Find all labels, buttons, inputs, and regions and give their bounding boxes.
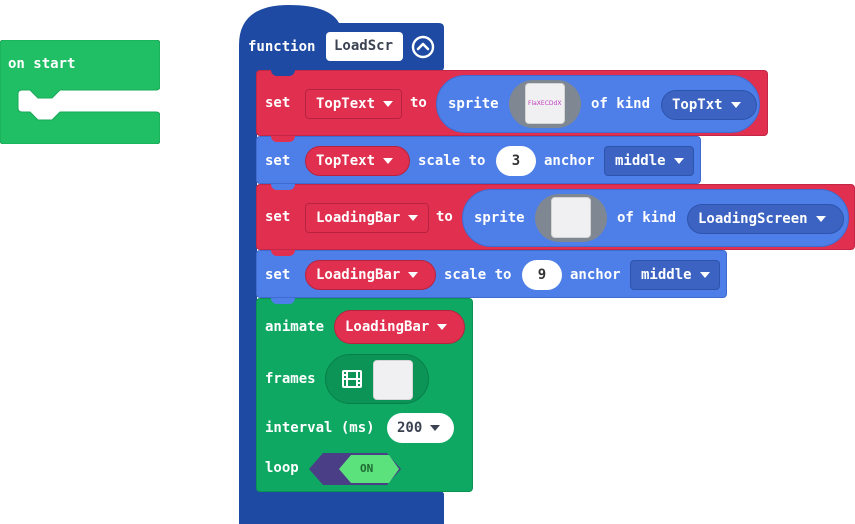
set-keyword: set <box>265 209 291 225</box>
set-keyword: set <box>265 267 291 283</box>
sprite-create-block[interactable]: sprite FlaXECDdX of kind TopTxt <box>436 75 760 133</box>
set-scale-block-1[interactable]: set TopText scale to 3 anchor middle <box>256 136 701 184</box>
scale-input[interactable]: 3 <box>496 146 536 176</box>
sprite-image-text: FlaXECDdX <box>528 100 562 107</box>
interval-keyword: interval (ms) <box>265 420 375 436</box>
loop-keyword: loop <box>265 460 299 476</box>
function-name-field[interactable]: LoadScr <box>326 32 403 61</box>
frames-picker[interactable] <box>325 354 429 404</box>
frames-keyword: frames <box>265 371 316 387</box>
animate-block[interactable]: animate LoadingBar frames interval (ms) … <box>256 298 473 492</box>
loop-toggle[interactable] <box>309 453 401 485</box>
anchor-name: middle <box>615 153 666 169</box>
set-keyword: set <box>265 95 291 111</box>
kind-name: LoadingScreen <box>698 211 808 227</box>
of-kind-keyword: of kind <box>591 96 651 112</box>
on-start-shape <box>0 40 160 144</box>
chevron-down-icon <box>730 102 741 108</box>
anchor-keyword: anchor <box>570 267 621 283</box>
of-kind-keyword: of kind <box>617 210 677 226</box>
chevron-down-icon <box>430 425 441 431</box>
kind-dropdown[interactable]: TopTxt <box>661 90 757 120</box>
chevron-down-icon <box>408 272 419 278</box>
scale-to-keyword: scale to <box>418 153 486 169</box>
animate-variable-dropdown[interactable]: LoadingBar <box>334 310 465 344</box>
set-sprite-block-2[interactable]: set LoadingBar to sprite of kind Loading… <box>256 184 855 250</box>
variable-name: LoadingBar <box>316 267 401 283</box>
function-name: LoadScr <box>334 38 394 54</box>
scale-input[interactable]: 9 <box>522 260 562 290</box>
chevron-down-icon <box>673 158 684 164</box>
collapse-button[interactable] <box>411 35 435 59</box>
anchor-dropdown[interactable]: middle <box>604 146 694 176</box>
set-scale-block-2[interactable]: set LoadingBar scale to 9 anchor middle <box>256 250 727 298</box>
chevron-down-icon <box>437 324 448 330</box>
frame-thumbnail <box>373 360 413 400</box>
function-block[interactable]: function LoadScr <box>239 5 444 524</box>
scale-to-keyword: scale to <box>444 267 512 283</box>
variable-name: TopText <box>316 96 376 112</box>
on-start-block[interactable]: on start <box>0 40 160 144</box>
anchor-dropdown[interactable]: middle <box>630 260 720 290</box>
chevron-down-icon <box>383 158 394 164</box>
variable-dropdown[interactable]: LoadingBar <box>305 203 429 233</box>
kind-name: TopTxt <box>672 97 723 113</box>
function-keyword: function <box>248 39 316 55</box>
interval-dropdown[interactable]: 200 <box>387 413 454 443</box>
loop-value: ON <box>360 462 374 475</box>
set-keyword: set <box>265 153 291 169</box>
sprite-image-picker[interactable]: FlaXECDdX <box>509 80 581 128</box>
variable-name: LoadingBar <box>316 210 401 226</box>
scale-value: 9 <box>537 267 547 283</box>
anchor-name: middle <box>641 267 692 283</box>
anchor-keyword: anchor <box>544 153 595 169</box>
sprite-keyword: sprite <box>448 96 499 112</box>
chevron-up-icon <box>411 35 435 59</box>
animate-keyword: animate <box>265 319 325 335</box>
sprite-create-block[interactable]: sprite of kind LoadingScreen <box>462 189 849 247</box>
variable-dropdown[interactable]: TopText <box>305 146 410 176</box>
film-icon <box>342 370 362 388</box>
variable-dropdown[interactable]: TopText <box>305 89 402 119</box>
to-keyword: to <box>436 209 453 225</box>
to-keyword: to <box>410 95 427 111</box>
chevron-down-icon <box>699 272 710 278</box>
chevron-down-icon <box>408 215 419 221</box>
variable-dropdown[interactable]: LoadingBar <box>305 260 436 290</box>
interval-value: 200 <box>397 420 423 436</box>
sprite-keyword: sprite <box>474 210 525 226</box>
sprite-image-picker[interactable] <box>535 194 607 242</box>
variable-name: LoadingBar <box>345 319 430 335</box>
set-sprite-block-1[interactable]: set TopText to sprite FlaXECDdX of kind … <box>256 70 768 136</box>
on-start-label: on start <box>8 56 76 72</box>
variable-name: TopText <box>316 153 376 169</box>
kind-dropdown[interactable]: LoadingScreen <box>687 204 844 234</box>
scale-value: 3 <box>511 153 521 169</box>
chevron-down-icon <box>383 101 394 107</box>
chevron-down-icon <box>815 216 826 222</box>
